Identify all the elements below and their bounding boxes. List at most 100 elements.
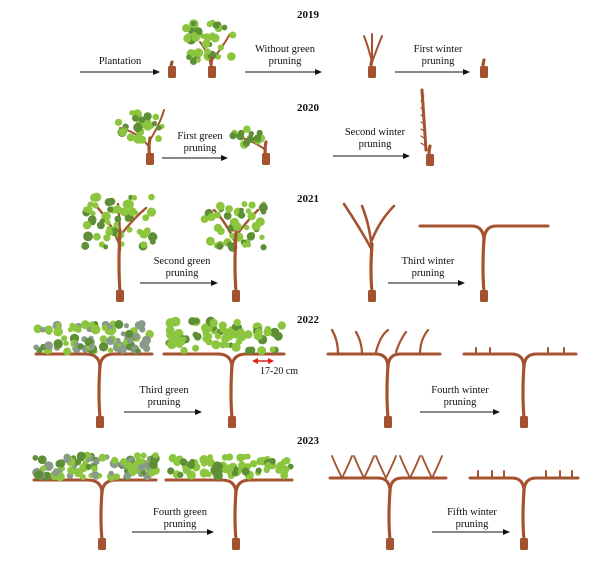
leaf bbox=[193, 48, 204, 58]
leaf bbox=[134, 452, 141, 460]
leaf bbox=[105, 219, 111, 226]
leaf bbox=[33, 324, 43, 334]
arrow bbox=[245, 69, 322, 75]
vine-young-bare bbox=[363, 33, 383, 78]
arrow-head bbox=[315, 69, 322, 75]
leaf bbox=[33, 344, 40, 351]
leaf bbox=[273, 331, 283, 341]
vine-2020-leafy bbox=[114, 109, 165, 165]
leaf bbox=[92, 202, 99, 209]
leaf bbox=[238, 207, 244, 213]
wood-stroke bbox=[481, 236, 486, 294]
leaf bbox=[190, 20, 197, 27]
label-third-winter-pruning: Third winter pruning bbox=[401, 256, 455, 279]
vine-2021-leafy bbox=[81, 192, 158, 302]
leaf bbox=[243, 125, 251, 133]
trunk-base bbox=[228, 416, 236, 428]
leaf bbox=[238, 211, 246, 219]
leaf bbox=[281, 458, 287, 465]
wood-stroke bbox=[375, 455, 397, 479]
leaf bbox=[165, 325, 175, 335]
leaf bbox=[137, 463, 146, 472]
wood-stroke bbox=[229, 362, 234, 420]
leaf bbox=[138, 135, 147, 144]
leaf bbox=[105, 228, 114, 237]
leaf bbox=[124, 472, 131, 480]
leaf bbox=[183, 466, 191, 474]
wood-stroke bbox=[521, 488, 526, 542]
wood-stroke bbox=[387, 488, 392, 542]
leaf bbox=[43, 461, 54, 471]
leaf bbox=[118, 128, 127, 137]
leaf bbox=[120, 458, 127, 466]
leaf bbox=[263, 328, 272, 337]
leaf bbox=[140, 470, 146, 476]
wood-stroke bbox=[117, 228, 122, 294]
trunk-base bbox=[520, 538, 528, 550]
leaf bbox=[277, 321, 286, 330]
leaf bbox=[148, 459, 158, 469]
leaf bbox=[211, 340, 221, 350]
leaf bbox=[122, 339, 128, 346]
leaf bbox=[135, 348, 141, 354]
wood-stroke bbox=[147, 136, 152, 157]
leaf bbox=[280, 471, 289, 480]
leaf bbox=[132, 114, 139, 122]
wood-stroke bbox=[97, 362, 102, 420]
arrow-head bbox=[463, 69, 470, 75]
wood-stroke bbox=[233, 488, 238, 542]
arrow bbox=[388, 280, 465, 286]
trunk-base bbox=[232, 290, 240, 302]
label-fifth-winter-pruning: Fifth winter pruning bbox=[447, 507, 497, 530]
leaf bbox=[214, 211, 221, 219]
leaf bbox=[125, 461, 134, 471]
arrow bbox=[132, 529, 214, 535]
leaf bbox=[241, 201, 248, 208]
trunk-base bbox=[232, 538, 240, 550]
leaf bbox=[67, 327, 73, 333]
arrow-head bbox=[153, 69, 160, 75]
vine-2023-winter-canes bbox=[328, 455, 448, 550]
trunk-base bbox=[426, 154, 434, 166]
leaf bbox=[93, 232, 101, 241]
vine-young-leafy bbox=[182, 19, 237, 78]
arrow bbox=[124, 409, 202, 415]
arrow-head bbox=[503, 529, 510, 535]
leaf bbox=[253, 322, 260, 329]
wood-stroke bbox=[385, 362, 390, 420]
leaf bbox=[212, 22, 220, 29]
leaf bbox=[147, 232, 158, 242]
leaf bbox=[105, 336, 115, 346]
leaf bbox=[143, 112, 152, 121]
wood-stroke bbox=[342, 202, 396, 252]
leaf bbox=[212, 469, 221, 478]
leaf bbox=[276, 463, 284, 472]
leaf bbox=[90, 210, 96, 217]
leaf bbox=[114, 215, 122, 223]
leaf bbox=[98, 453, 107, 462]
wood-stroke bbox=[420, 93, 425, 97]
leaf bbox=[167, 339, 177, 350]
leaf bbox=[245, 208, 252, 214]
wood-stroke bbox=[353, 455, 375, 479]
leaf bbox=[53, 339, 63, 349]
vine-2021-winter-bare bbox=[342, 202, 396, 302]
leaf bbox=[118, 345, 127, 354]
plant-stump-pruned bbox=[480, 58, 488, 78]
leaf bbox=[264, 461, 272, 470]
arrow-head bbox=[403, 153, 410, 159]
leaf bbox=[99, 218, 105, 224]
leaf bbox=[139, 339, 150, 350]
leaf bbox=[199, 454, 209, 465]
leaf bbox=[52, 468, 60, 477]
leaf bbox=[57, 459, 66, 468]
leaf bbox=[73, 467, 84, 478]
leaf bbox=[260, 209, 267, 215]
leaf bbox=[107, 347, 114, 353]
leaf bbox=[255, 217, 265, 227]
leaf bbox=[229, 31, 237, 39]
leaf bbox=[115, 337, 121, 344]
leaf bbox=[147, 468, 156, 477]
leaf bbox=[249, 460, 258, 468]
